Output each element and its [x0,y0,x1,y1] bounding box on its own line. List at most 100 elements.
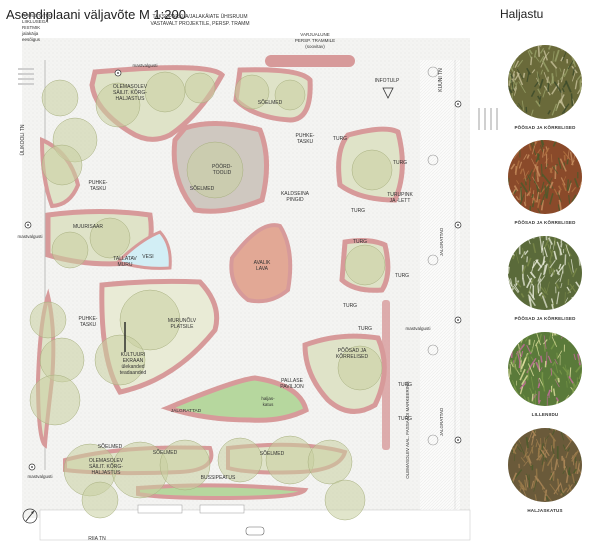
photo-texture-stroke [567,182,572,194]
photo-texture-stroke [536,185,540,200]
svg-text:PAVILJON: PAVILJON [280,384,304,390]
photo-texture-stroke [541,60,550,73]
photo-texture-stroke [524,479,527,491]
svg-text:HALJASTUS: HALJASTUS [116,96,146,102]
photo-texture-stroke [520,186,523,201]
photo-texture-stroke [564,439,573,451]
photo-texture-stroke [532,243,537,254]
photo-texture-stroke [527,174,532,181]
svg-text:OLEMASOLEV AIAL. FASSAADI MARK: OLEMASOLEV AIAL. FASSAADI MARKEERING [405,381,410,479]
photo-texture-stroke [540,69,543,75]
photo-texture-stroke [577,467,582,475]
svg-text:LIIKLUSEGA: LIIKLUSEGA [22,19,48,24]
photo-texture-stroke [535,284,537,295]
photo-texture-stroke [525,473,530,481]
photo-texture-stroke [511,380,517,390]
photo-texture-stroke [513,87,518,96]
label-varjualune-1: VARJUALUNE [300,32,329,37]
svg-text:TURG: TURG [343,303,357,309]
photo-texture-stroke [540,199,545,211]
photo-texture-stroke [544,185,548,199]
photo-texture-stroke [566,159,569,165]
photo-texture-stroke [508,70,512,76]
photo-texture-stroke [520,292,525,298]
legend-title: Haljastu [500,7,544,21]
photo-texture-stroke [536,172,539,179]
photo-texture-stroke [539,55,545,63]
photo-texture-stroke [547,263,551,275]
photo-texture-stroke [551,82,560,95]
photo-texture-stroke [531,69,536,74]
photo-texture-stroke [539,145,544,153]
photo-texture-stroke [547,237,554,245]
svg-text:BUSSIPEATUS: BUSSIPEATUS [201,475,236,481]
photo-texture-stroke [538,95,542,106]
label-puhketasku-lower-2: TASKU [80,322,97,328]
photo-texture-stroke [527,455,532,464]
photo-texture-stroke [534,81,539,88]
photo-texture-stroke [552,240,556,250]
photo-texture-stroke [526,154,530,159]
svg-text:RAHUSTATUD: RAHUSTATUD [22,13,53,18]
photo-texture-stroke [567,262,573,275]
photo-texture-stroke [533,478,537,488]
photo-texture-stroke [528,290,536,301]
photo-texture-stroke [540,140,544,148]
photo-texture-stroke [539,236,543,251]
photo-texture-stroke [558,190,561,196]
photo-texture-stroke [573,468,577,474]
label-rahustatud-3: RISTMIK [22,25,40,30]
svg-text:TURUPINK: TURUPINK [387,192,413,198]
photo-texture-stroke [539,275,546,284]
photo-texture-stroke [536,478,546,490]
photo-texture-stroke [518,442,525,455]
photo-texture-stroke [556,478,559,485]
photo-texture-stroke [570,159,575,166]
label-kultuuri-1: KULTUURI [121,352,146,358]
label-tallatav-1: TALLATAV [113,256,137,262]
photo-texture-stroke [528,49,533,55]
photo-texture-stroke [550,367,553,376]
photo-texture-stroke [531,200,535,208]
photo-texture-stroke [546,389,551,397]
photo-texture-stroke [575,364,582,373]
label-riia-tn: RIIA TN [88,536,106,542]
photo-texture-stroke [560,56,564,62]
photo-texture-stroke [560,98,565,108]
photo-texture-stroke [555,397,560,402]
photo-texture-stroke [532,428,537,433]
photo-texture-stroke [572,455,575,466]
photo-texture-stroke [551,332,554,337]
photo-texture-stroke [548,81,552,86]
svg-text:JALGRATTAD: JALGRATTAD [439,227,444,256]
label-olemasolev-top-2: SÄILIT. KÕRG- [113,89,147,96]
svg-text:TASKU: TASKU [90,186,107,192]
photo-texture-stroke [539,78,544,89]
photo-texture-stroke [518,361,521,369]
photo-texture-stroke [552,140,558,147]
photo-texture-stroke [516,68,524,80]
photo-texture-stroke [552,472,555,481]
legend-photo-2 [508,140,582,214]
label-murunolv-1: MURUNÕLV [168,317,197,324]
label-vesi: VESI [142,254,153,260]
photo-texture-stroke [549,259,556,269]
photo-texture-stroke [514,348,521,360]
photo-texture-stroke [542,256,546,265]
svg-text:VESI: VESI [142,254,153,260]
svg-text:haljas-: haljas- [261,396,275,401]
photo-texture-stroke [535,259,543,269]
svg-text:MURU: MURU [118,262,133,268]
photo-texture-stroke [568,194,571,204]
photo-texture-stroke [528,430,533,442]
photo-texture-stroke [528,144,532,151]
svg-text:TAKSOPARKLA/JALAKÄIATE ÜHISRUU: TAKSOPARKLA/JALAKÄIATE ÜHISRUUM [152,13,247,20]
svg-text:TOOLID: TOOLID [213,170,232,176]
photo-texture-stroke [534,55,540,62]
photo-texture-stroke [513,386,519,395]
legend-photo-5 [508,428,582,502]
svg-text:jalakäija: jalakäija [21,31,39,36]
svg-text:mastvalgusti: mastvalgusti [405,326,430,331]
photo-texture-stroke [549,332,552,340]
svg-text:katus: katus [263,402,275,407]
